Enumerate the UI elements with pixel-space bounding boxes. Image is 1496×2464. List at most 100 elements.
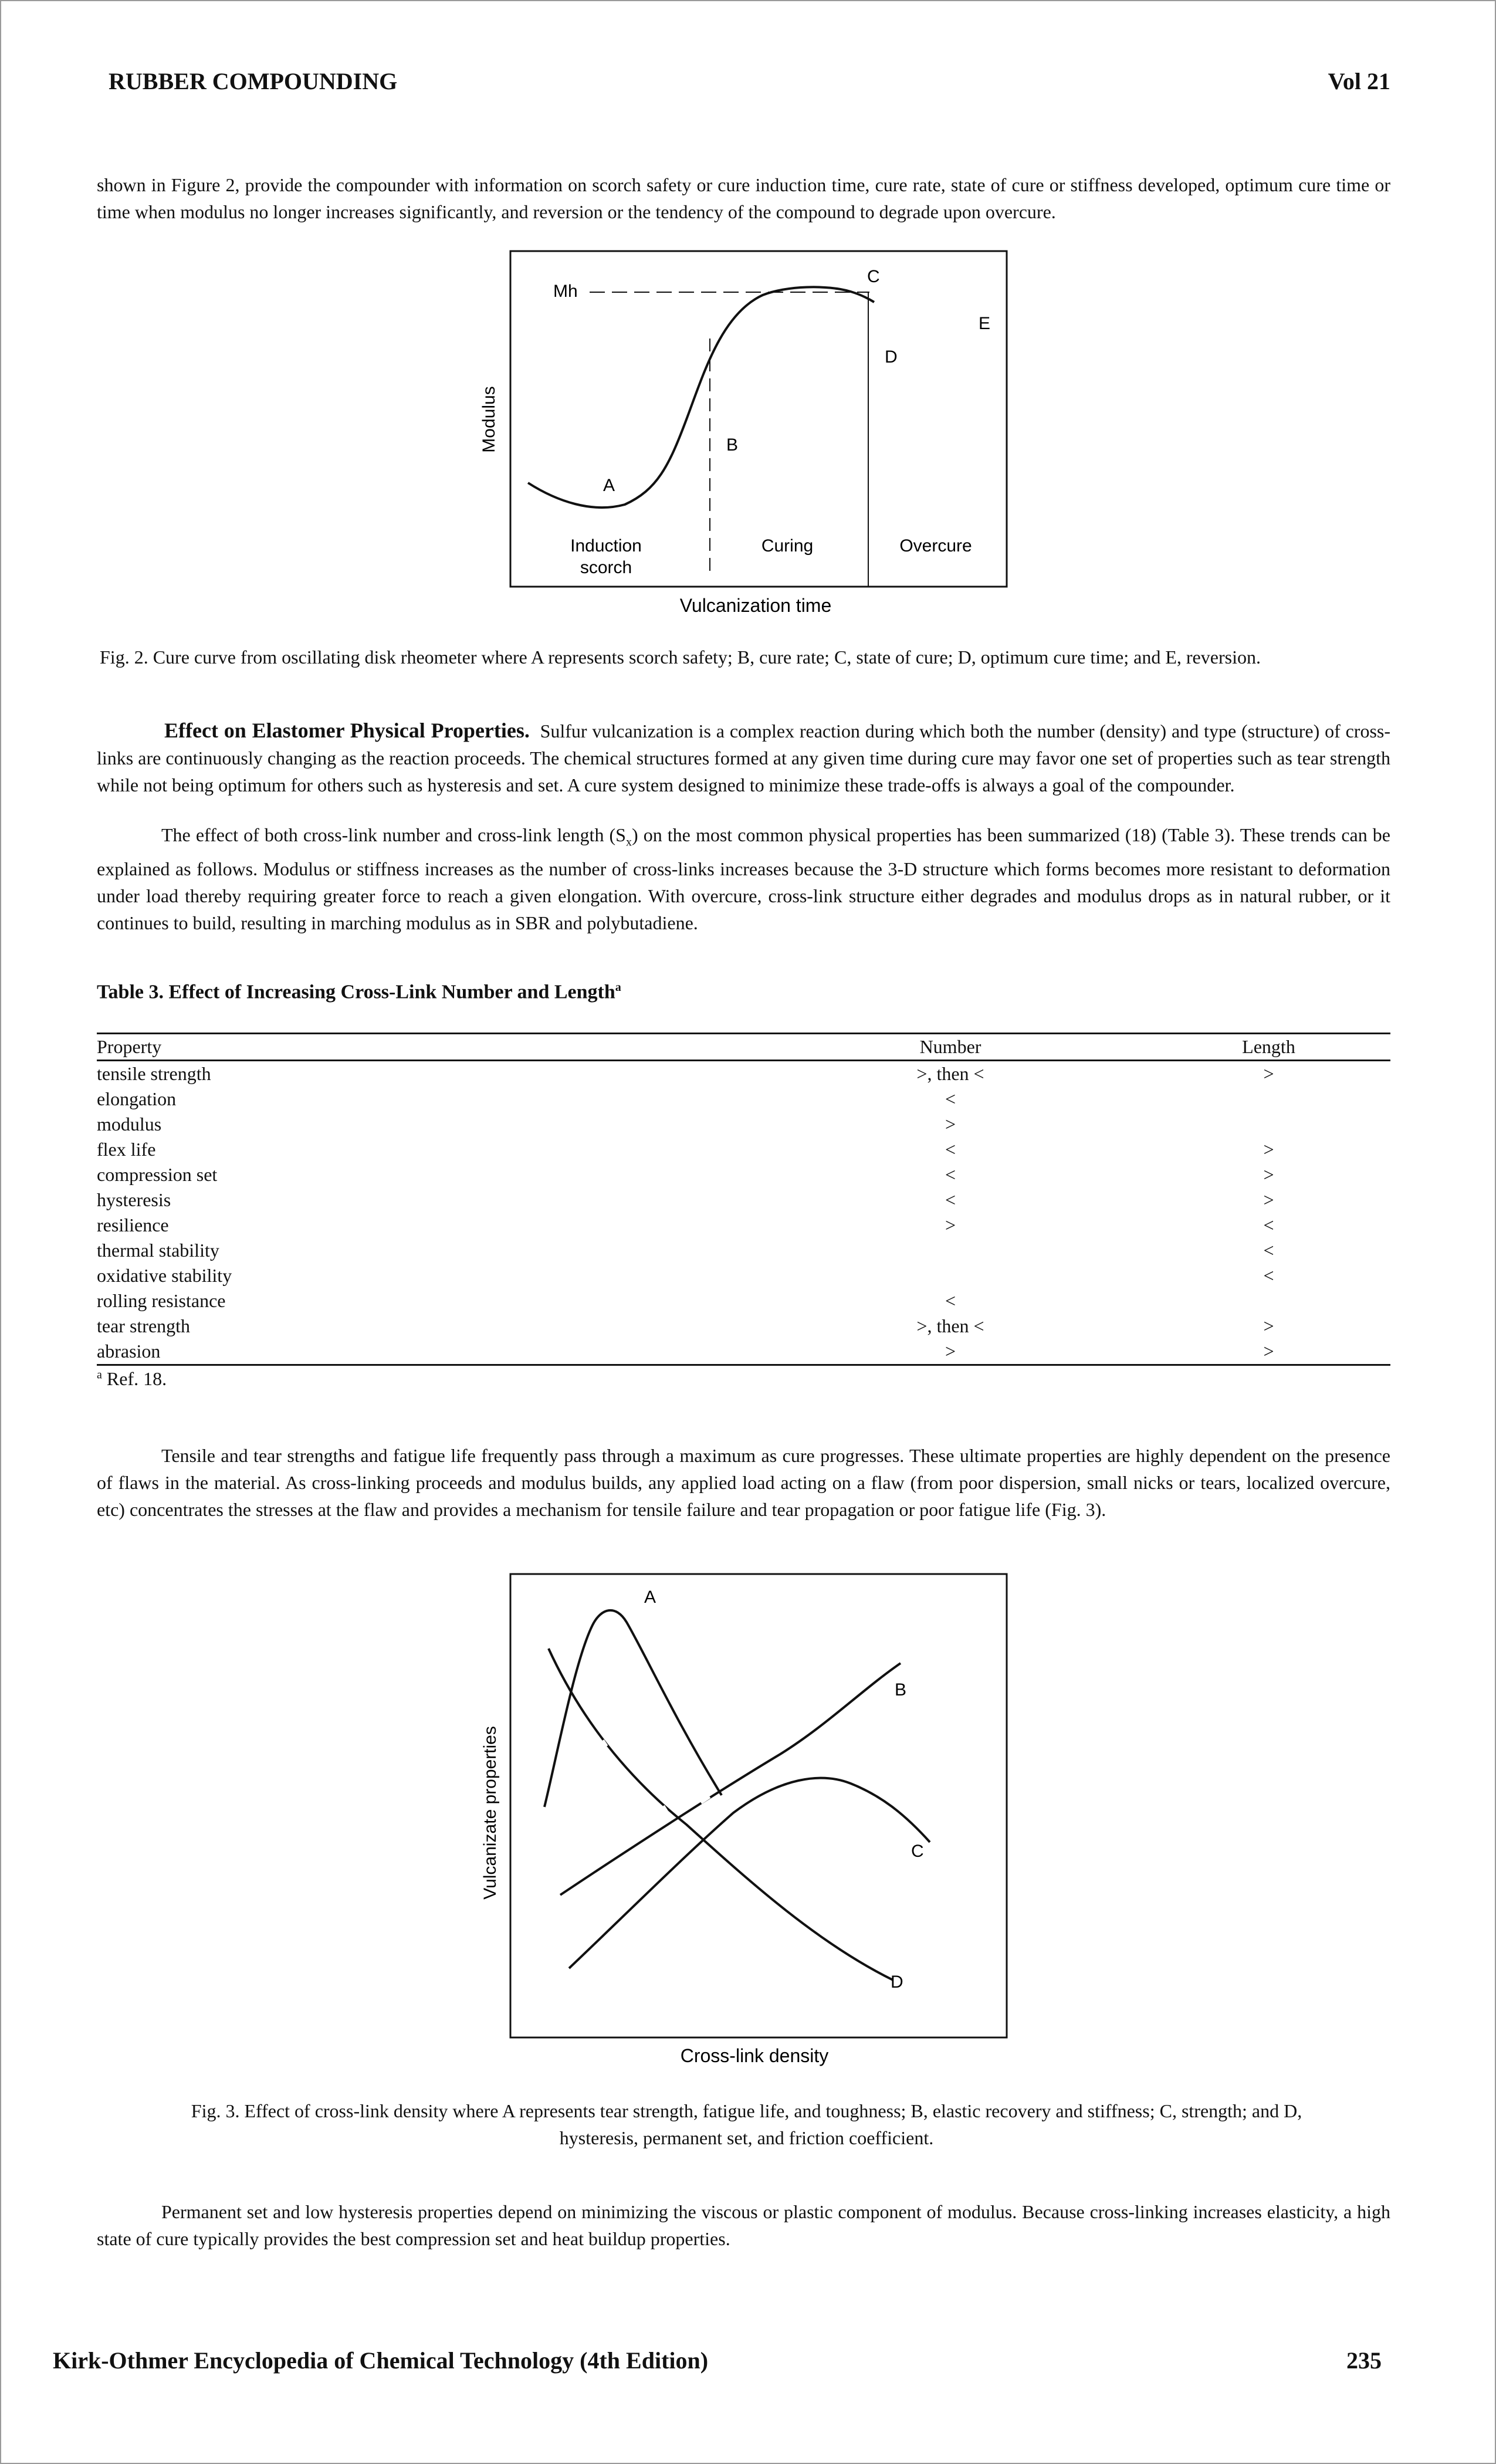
table-row: tensile strength >, then < > [97,1061,1390,1087]
fig2-point-d: D [885,347,898,367]
table-cell-number: >, then < [916,1315,984,1336]
fig3-curve-a [543,1609,723,1808]
section-paragraph-2: The effect of both cross-link number and… [97,821,1390,936]
table3-title: Table 3. Effect of Increasing Cross-Link… [97,981,621,1003]
table-cell-length: > [1263,1315,1274,1336]
table-cell-number: > [945,1341,956,1362]
fig2-frame [509,250,1008,588]
table-row: compression set < > [97,1162,1390,1187]
table-cell-number: < [945,1139,956,1160]
table3: Property Number Length tensile strength >… [97,1033,1390,1366]
table-cell-length: > [1263,1341,1274,1362]
fig2-point-c: C [867,267,880,286]
running-header-title: RUBBER COMPOUNDING [109,68,398,94]
para2-part-b: ) on the most common physical properties… [97,824,1391,934]
para2-subscript: x [625,835,632,849]
table3-header-length: Length [1147,1034,1390,1061]
fig2-point-b: B [726,435,738,455]
fig3-crossing-gap [719,1832,732,1845]
table-row: modulus > [97,1112,1390,1137]
fig2-cure-curve [527,286,875,509]
footer-page-number: 235 [1346,2347,1382,2374]
table3-title-sup: a [615,981,621,994]
table-cell-number [754,1238,1147,1263]
fig3-crossing-gap [595,1739,608,1751]
table-cell-property: oxidative stability [97,1265,232,1286]
table-cell-property: tear strength [97,1315,191,1336]
figure-2-cure-curve: Modulus Vulcanization time Mh A B C D E … [479,250,1008,616]
table-cell-property: thermal stability [97,1240,219,1261]
fig3-x-axis-label: Cross-link density [681,2045,829,2066]
table3-header-row: Property Number Length [97,1034,1390,1061]
fig2-region-overcure: Overcure [899,536,972,556]
paragraph-4: Permanent set and low hysteresis propert… [97,2201,1390,2249]
fig3-label-d: D [891,1972,903,1992]
running-header-volume: Vol 21 [1328,68,1390,94]
fig2-region-curing: Curing [761,536,813,556]
section-paragraph-1: Effect on Elastomer Physical Properties.… [97,717,1390,798]
table3-grid: Property Number Length tensile strength >… [97,1034,1390,1364]
table-cell-property: modulus [97,1113,162,1135]
table-row: tear strength >, then < > [97,1314,1390,1339]
fig3-caption: Fig. 3. Effect of cross-link density whe… [97,2097,1396,2151]
fig2-region-scorch: scorch [580,558,632,577]
table-cell-length: > [1263,1139,1274,1160]
table-cell-number: < [945,1164,956,1185]
table-cell-property: elongation [97,1088,177,1109]
fig3-crossing-gap [655,1805,669,1817]
table-cell-length [1147,1087,1390,1112]
table-row: resilience > < [97,1213,1390,1238]
table-cell-length: < [1263,1240,1274,1261]
table3-footnote-text: Ref. 18. [106,1368,167,1389]
table-cell-length [1147,1112,1390,1137]
table-cell-property: hysteresis [97,1189,171,1210]
table-cell-property: compression set [97,1164,218,1185]
fig2-caption: Fig. 2. Cure curve from oscillating disk… [100,647,1261,668]
table-cell-property: tensile strength [97,1063,211,1084]
table-row: abrasion>> [97,1339,1390,1364]
para2-part-a: The effect of both cross-link number and… [161,824,626,845]
table-cell-number: > [945,1214,956,1236]
table-cell-property: resilience [97,1214,169,1236]
table3-footnote-sup: a [97,1368,102,1382]
table-cell-number: >, then < [916,1063,984,1084]
section-paragraph-1-text: Sulfur vulcanization is a complex reacti… [97,720,1391,796]
table-cell-number: < [945,1189,956,1210]
fig2-point-e: E [979,314,990,333]
footer-publication: Kirk-Othmer Encyclopedia of Chemical Tec… [53,2347,709,2374]
table-cell-number: > [945,1113,956,1135]
table-cell-number [754,1263,1147,1288]
table-row: hysteresis<> [97,1187,1390,1213]
fig2-y-axis-label: Modulus [479,386,499,452]
table-row: flex life < > [97,1137,1390,1162]
fig2-x-axis-label: Vulcanization time [680,595,832,616]
fig3-label-b: B [895,1680,906,1700]
table3-header-number: Number [754,1034,1147,1061]
fig3-curve-d [547,1648,893,1981]
table-row: rolling resistance< [97,1288,1390,1314]
fig2-point-a: A [603,476,615,495]
fig3-label-a: A [644,1588,656,1607]
fig2-mh-label: Mh [553,282,578,301]
fig3-caption-line-2: hysteresis, permanent set, and friction … [559,2127,934,2148]
table-cell-length: < [1263,1214,1274,1236]
fig3-label-c: C [911,1842,924,1861]
fig3-caption-line-1: Fig. 3. Effect of cross-link density whe… [191,2100,1302,2121]
table-cell-length: > [1263,1063,1274,1084]
table-row: elongation < [97,1087,1390,1112]
table-cell-length: > [1263,1164,1274,1185]
section-heading: Effect on Elastomer Physical Properties. [164,719,530,742]
table3-title-text: Table 3. Effect of Increasing Cross-Link… [97,981,615,1003]
table-cell-length [1147,1288,1390,1314]
table-row: oxidative stability< [97,1263,1390,1288]
table-cell-number: < [945,1088,956,1109]
fig3-crossing-gap [746,1861,759,1874]
fig3-crossing-gap [698,1792,711,1804]
table3-header-property: Property [97,1034,754,1061]
figure-3-crosslink-density: Vulcanizate properties Cross-link densit… [480,1573,1008,2066]
intro-paragraph: shown in Figure 2, provide the compounde… [97,174,1390,222]
table-cell-property: flex life [97,1139,156,1160]
fig3-frame [509,1573,1008,2039]
fig2-region-induction: Induction [570,536,642,556]
